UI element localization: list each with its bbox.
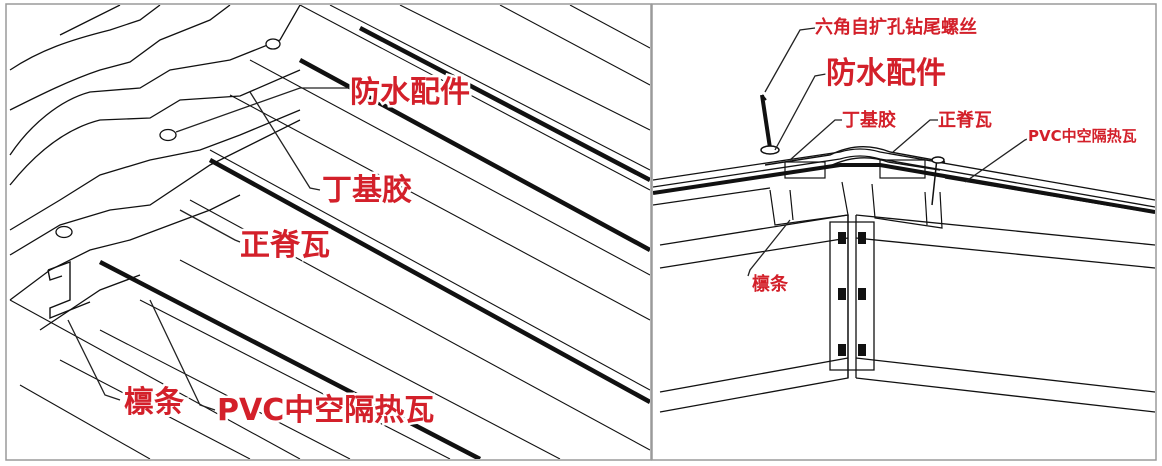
label-butyl-rubber-right: 丁基胶 bbox=[842, 109, 896, 131]
label-hex-screw: 六角自扩孔钻尾螺丝 bbox=[815, 16, 977, 38]
left-panel-frame bbox=[5, 3, 652, 461]
label-ridge-tile-right: 正脊瓦 bbox=[938, 109, 992, 131]
label-purlin-right: 檩条 bbox=[752, 273, 789, 295]
label-waterproof-fitting-right: 防水配件 bbox=[826, 56, 946, 91]
label-pvc-tile-right: PVC中空隔热瓦 bbox=[1028, 127, 1137, 145]
right-roof-drawing bbox=[653, 27, 1155, 413]
right-ridge-tile-shape bbox=[764, 146, 946, 176]
screw-cap bbox=[265, 38, 281, 50]
screw-cap bbox=[55, 225, 73, 239]
label-butyl-rubber: 丁基胶 bbox=[322, 173, 412, 208]
left-panel: 防水配件 丁基胶 正脊瓦 檩条 PVC中空隔热瓦 bbox=[5, 3, 652, 461]
right-screw-shape bbox=[760, 94, 780, 155]
label-waterproof-fitting: 防水配件 bbox=[350, 75, 470, 110]
screw-cap bbox=[159, 128, 177, 142]
right-panel-frame bbox=[651, 3, 1157, 461]
left-purlin-shape bbox=[47, 261, 91, 320]
right-panel: 六角自扩孔钻尾螺丝 防水配件 丁基胶 正脊瓦 PVC中空隔热瓦 檩条 bbox=[651, 3, 1157, 461]
right-purlin-shapes bbox=[769, 181, 943, 229]
label-purlin: 檩条 bbox=[124, 385, 184, 420]
left-roof-drawing bbox=[9, 5, 650, 459]
label-pvc-tile: PVC中空隔热瓦 bbox=[217, 393, 434, 428]
label-ridge-tile: 正脊瓦 bbox=[240, 228, 330, 263]
